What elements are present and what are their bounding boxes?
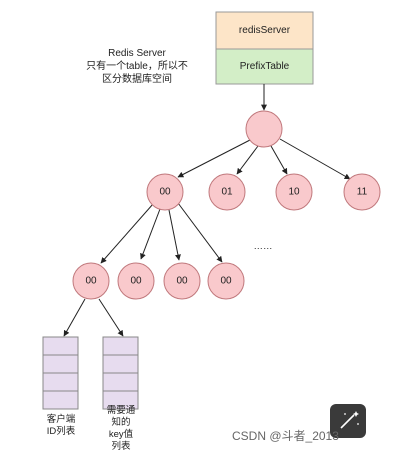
level1-node-00-label: 00 bbox=[159, 187, 171, 198]
level2-node-b: 00 bbox=[117, 262, 155, 300]
key-list-cell bbox=[102, 354, 139, 374]
edge-child-keys bbox=[98, 298, 124, 337]
edge-00-child-d bbox=[177, 202, 223, 263]
key-list-cell bbox=[102, 336, 139, 356]
level1-node-01-label: 01 bbox=[221, 187, 233, 198]
level2-node-a-label: 00 bbox=[85, 276, 97, 287]
key-list-label-3: key值 bbox=[109, 428, 134, 440]
note-line-2: 只有一个table，所以不 bbox=[86, 59, 188, 72]
level2-node-c: 00 bbox=[163, 262, 201, 300]
edge-root-11 bbox=[279, 138, 351, 180]
level1-node-11-label: 11 bbox=[357, 187, 368, 198]
level1-node-11: 11 bbox=[343, 173, 381, 211]
note-line-1: Redis Server bbox=[108, 48, 166, 59]
client-list-label-2: ID列表 bbox=[47, 425, 76, 437]
edge-00-child-c bbox=[168, 209, 181, 261]
level1-node-10-label: 10 bbox=[288, 187, 300, 198]
level1-node-00: 00 bbox=[146, 173, 184, 211]
watermark-text: CSDN @斗者_2013 bbox=[232, 429, 339, 443]
level1-node-01: 01 bbox=[208, 173, 246, 211]
prefix-table-label: PrefixTable bbox=[240, 61, 290, 72]
note-line-3: 区分数据库空间 bbox=[102, 72, 172, 85]
client-list-cell bbox=[42, 336, 79, 356]
root-node bbox=[245, 110, 283, 148]
edges bbox=[63, 84, 351, 337]
level2-node-c-label: 00 bbox=[176, 276, 188, 287]
edge-child-clients bbox=[63, 298, 86, 337]
client-id-list bbox=[42, 336, 79, 410]
edge-root-10 bbox=[270, 145, 288, 175]
redis-server-cell bbox=[215, 11, 314, 50]
client-list-label-1: 客户端 bbox=[47, 413, 76, 425]
redis-server-label: redisServer bbox=[239, 25, 291, 36]
magic-wand-icon bbox=[340, 411, 359, 429]
key-list-label-2: 知的 bbox=[111, 416, 130, 428]
client-list-cell bbox=[42, 354, 79, 374]
redis-server-box: redisServer PrefixTable bbox=[215, 11, 314, 85]
client-list-cell bbox=[42, 390, 79, 410]
watermark: CSDN @斗者_2013 bbox=[232, 404, 366, 443]
key-list bbox=[102, 336, 139, 410]
edge-root-00 bbox=[177, 139, 251, 178]
key-list-cell bbox=[102, 390, 139, 410]
ellipsis-text: …… bbox=[254, 241, 273, 252]
prefix-table-cell bbox=[215, 48, 314, 85]
edge-root-01 bbox=[236, 145, 259, 175]
client-list-cell bbox=[42, 372, 79, 392]
key-list-label-1: 需要通 bbox=[107, 405, 136, 416]
level2-node-d-label: 00 bbox=[220, 276, 232, 287]
level2-node-a: 00 bbox=[72, 262, 110, 300]
key-list-cell bbox=[102, 372, 139, 392]
key-list-label-4: 列表 bbox=[111, 440, 131, 452]
server-note: Redis Server 只有一个table，所以不 区分数据库空间 bbox=[86, 48, 188, 85]
level2-node-b-label: 00 bbox=[130, 276, 142, 287]
edge-00-child-a bbox=[100, 203, 154, 264]
edge-00-child-b bbox=[140, 208, 161, 260]
level2-node-d: 00 bbox=[207, 262, 245, 300]
level1-node-10: 10 bbox=[275, 173, 313, 211]
